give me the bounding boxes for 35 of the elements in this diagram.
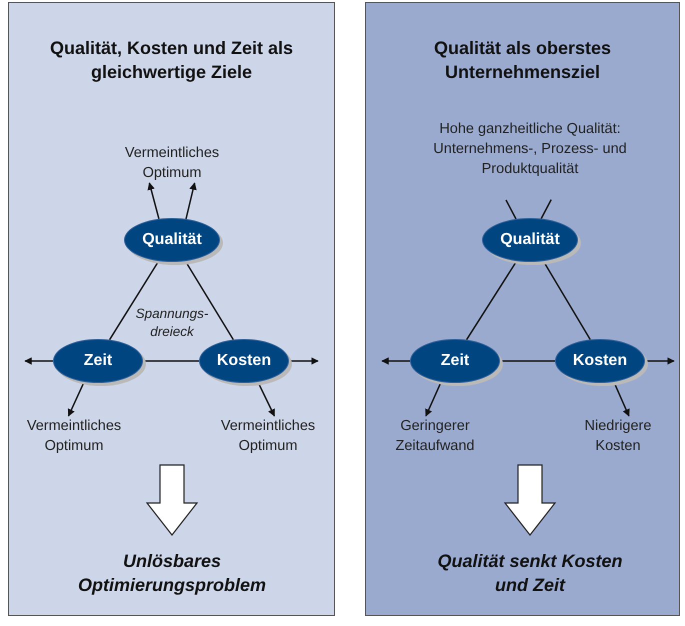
annotation-text: Vermeintliches Optimum: [102, 143, 242, 183]
connector-line: [143, 360, 199, 362]
arrow: [645, 357, 675, 365]
ellipse-node: Qualität: [482, 218, 578, 262]
conclusion-text: Unlösbares Optimierungsproblem: [50, 535, 294, 597]
panel: [365, 2, 680, 616]
ellipse-node: Kosten: [555, 339, 645, 383]
connector-line: [500, 360, 555, 362]
panel-heading: Qualität, Kosten und Zeit als gleichwertige Ziele: [48, 37, 294, 84]
connector-line: [540, 199, 552, 219]
annotation-text: Geringerer Zeitaufwand: [375, 416, 495, 456]
arrow: [381, 357, 410, 365]
ellipse-node: Zeit: [53, 339, 143, 383]
ellipse-node: Kosten: [199, 339, 289, 383]
ellipse-node: Zeit: [410, 339, 500, 383]
block-arrow: [504, 464, 556, 536]
annotation-text: Vermeintliches Optimum: [10, 416, 138, 456]
block-arrow: [146, 464, 198, 536]
ellipse-node: Qualität: [124, 218, 220, 262]
annotation-text: Niedrigere Kosten: [560, 416, 676, 456]
triangle-label: Spannungs- dreieck: [134, 305, 210, 341]
panel-heading: Qualität als oberstes Unternehmensziel: [432, 37, 612, 84]
arrow: [24, 357, 53, 365]
connector-line: [108, 260, 160, 340]
conclusion-text: Qualität senkt Kosten und Zeit: [430, 535, 630, 597]
arrow: [148, 182, 160, 219]
arrow: [68, 382, 85, 417]
annotation-text: Hohe ganzheitliche Qualität: Unternehmens-, Prozess- und Produktqualität: [425, 119, 635, 179]
arrow: [185, 182, 197, 220]
annotation-text: Vermeintliches Optimum: [204, 416, 332, 456]
connector-line: [505, 200, 517, 220]
panel: [8, 2, 335, 616]
arrow: [289, 357, 319, 365]
arrow: [425, 382, 442, 417]
connector-line: [466, 260, 518, 340]
